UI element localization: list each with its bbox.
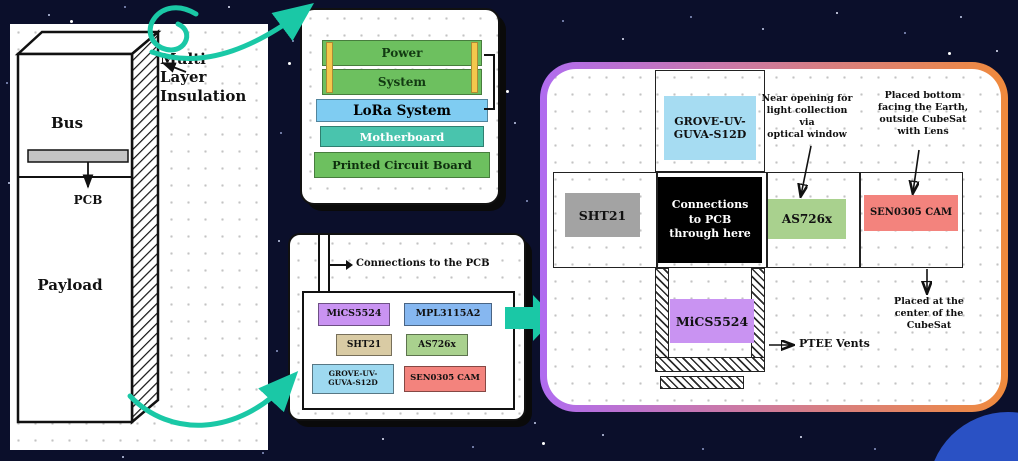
annotation-placed-center: Placed at the center of the CubeSat	[882, 296, 976, 332]
insulation-pointer-arrow	[161, 62, 187, 73]
stack-item-label: Printed Circuit Board	[332, 158, 472, 172]
chip-label: GUVA-S12D	[328, 378, 378, 387]
system-stack-panel: Power System LoRa System Motherboard Pri…	[300, 8, 500, 205]
connection-line: Connections	[671, 197, 749, 211]
annotation-line: Placed bottom	[884, 90, 962, 101]
chip-mics5524: MiCS5524	[318, 303, 390, 326]
annotation-line: center of the	[894, 307, 964, 319]
pcb-board: MiCS5524 MPL3115A2 SHT21 AS726x GROVE-UV…	[302, 291, 515, 410]
pcb-lead-line	[318, 235, 320, 291]
annotation-line: outside CubeSat	[879, 113, 967, 125]
chip-label: GROVE-UV-	[328, 369, 378, 379]
stack-item-power: Power	[322, 40, 482, 66]
connections-arrow-line	[330, 264, 346, 266]
annotation-line: CubeSat	[906, 319, 952, 331]
insulation-line: Layer	[160, 68, 207, 87]
chip-label: MPL3115A2	[415, 308, 481, 320]
connections-to-pcb-label: Connections to the PCB	[356, 258, 490, 269]
sensor-sen0305-cam: SEN0305 CAM	[864, 195, 958, 231]
stars-large	[0, 0, 3, 3]
sensor-label: AS726x	[781, 211, 833, 226]
annotation-line: facing the Earth,	[877, 101, 969, 113]
pcb-connection-box: Connections to PCB through here	[658, 177, 762, 263]
bus-label: Bus	[51, 114, 83, 132]
stack-item-label: Motherboard	[359, 129, 445, 144]
insulation-line: Multi	[160, 50, 206, 68]
top-face-cell	[655, 70, 765, 172]
annotation-line: Placed at the	[894, 296, 964, 307]
middle-row-cells	[553, 172, 963, 268]
connector-strip-left	[326, 42, 333, 93]
chip-label: MiCS5524	[326, 308, 382, 320]
cubesat-structure-panel: Bus PCB Payload Multi Layer Insulation	[10, 24, 268, 450]
chip-mpl3115a2: MPL3115A2	[404, 303, 492, 326]
pcb-chips-panel: Connections to the PCB MiCS5524 MPL3115A…	[288, 233, 526, 421]
chip-sht21: SHT21	[336, 334, 392, 356]
planet	[928, 412, 1018, 461]
annotation-line: optical window	[767, 128, 847, 140]
ptee-vent-hatch-bottom	[655, 357, 765, 372]
pcb-bar	[27, 149, 129, 163]
stack-connector-line	[484, 54, 495, 110]
sensor-label: GUVA-S12D	[673, 128, 747, 141]
annotation-line: Near opening for	[761, 93, 853, 104]
chip-sen0305-cam: SEN0305 CAM	[404, 366, 486, 392]
multi-layer-insulation-label: Multi Layer Insulation	[160, 50, 264, 105]
cell-divider	[766, 173, 768, 267]
stack-item-motherboard: Motherboard	[320, 126, 484, 147]
stack-item-label: LoRa System	[353, 102, 451, 119]
cubesat-box-drawing: Bus PCB Payload	[14, 29, 187, 425]
cell-divider	[859, 173, 861, 267]
pcb-label: PCB	[74, 193, 103, 207]
chip-label: SHT21	[346, 339, 382, 350]
box-front-face	[16, 52, 134, 424]
sensor-label: GROVE-UV-	[674, 114, 746, 128]
chip-label: AS726x	[418, 339, 456, 350]
stack-item-label: Power	[381, 46, 423, 60]
connections-arrow-head	[346, 260, 358, 270]
stack-item-label: System	[377, 75, 427, 89]
insulation-line: Insulation	[160, 86, 247, 105]
stack-item-lora-system: LoRa System	[316, 99, 488, 122]
sensor-mics5524: MiCS5524	[670, 299, 754, 343]
pcb-lead-line	[328, 235, 330, 291]
ptee-vent-hatch-left	[655, 268, 669, 372]
payload-layout-panel: GROVE-UV- GUVA-S12D SHT21 Connections to…	[540, 62, 1008, 412]
connector-strip-right	[471, 42, 478, 93]
sensor-label: MiCS5524	[675, 313, 749, 329]
payload-layout-canvas: GROVE-UV- GUVA-S12D SHT21 Connections to…	[547, 69, 1001, 405]
connection-line: through here	[669, 227, 751, 241]
sensor-label: SEN0305 CAM	[869, 207, 953, 218]
insulation-hatched-face	[130, 29, 160, 425]
stack-item-printed-circuit-board: Printed Circuit Board	[314, 152, 490, 178]
chip-as726x: AS726x	[406, 334, 468, 356]
sensor-label: SHT21	[578, 207, 627, 223]
payload-label: Payload	[37, 276, 103, 294]
chip-label: SEN0305 CAM	[410, 373, 480, 384]
chip-grove-uv-guva-s12d: GROVE-UV- GUVA-S12D	[312, 364, 394, 394]
sensor-as726x: AS726x	[768, 199, 846, 239]
annotation-placed-bottom: Placed bottom facing the Earth, outside …	[876, 90, 970, 138]
annotation-line: with Lens	[897, 125, 949, 137]
sensor-sht21: SHT21	[565, 193, 640, 237]
cell-divider	[656, 173, 658, 267]
ptee-vent-hatch-tab	[660, 376, 744, 389]
ptee-vents-label: PTEE Vents	[799, 337, 870, 350]
sensor-grove-uv-guva-s12d: GROVE-UV- GUVA-S12D	[664, 96, 756, 160]
annotation-line: light collection via	[766, 104, 848, 128]
stack-item-system: System	[322, 69, 482, 95]
annotation-near-opening: Near opening for light collection via op…	[758, 93, 856, 141]
connection-line: to PCB	[688, 212, 732, 226]
